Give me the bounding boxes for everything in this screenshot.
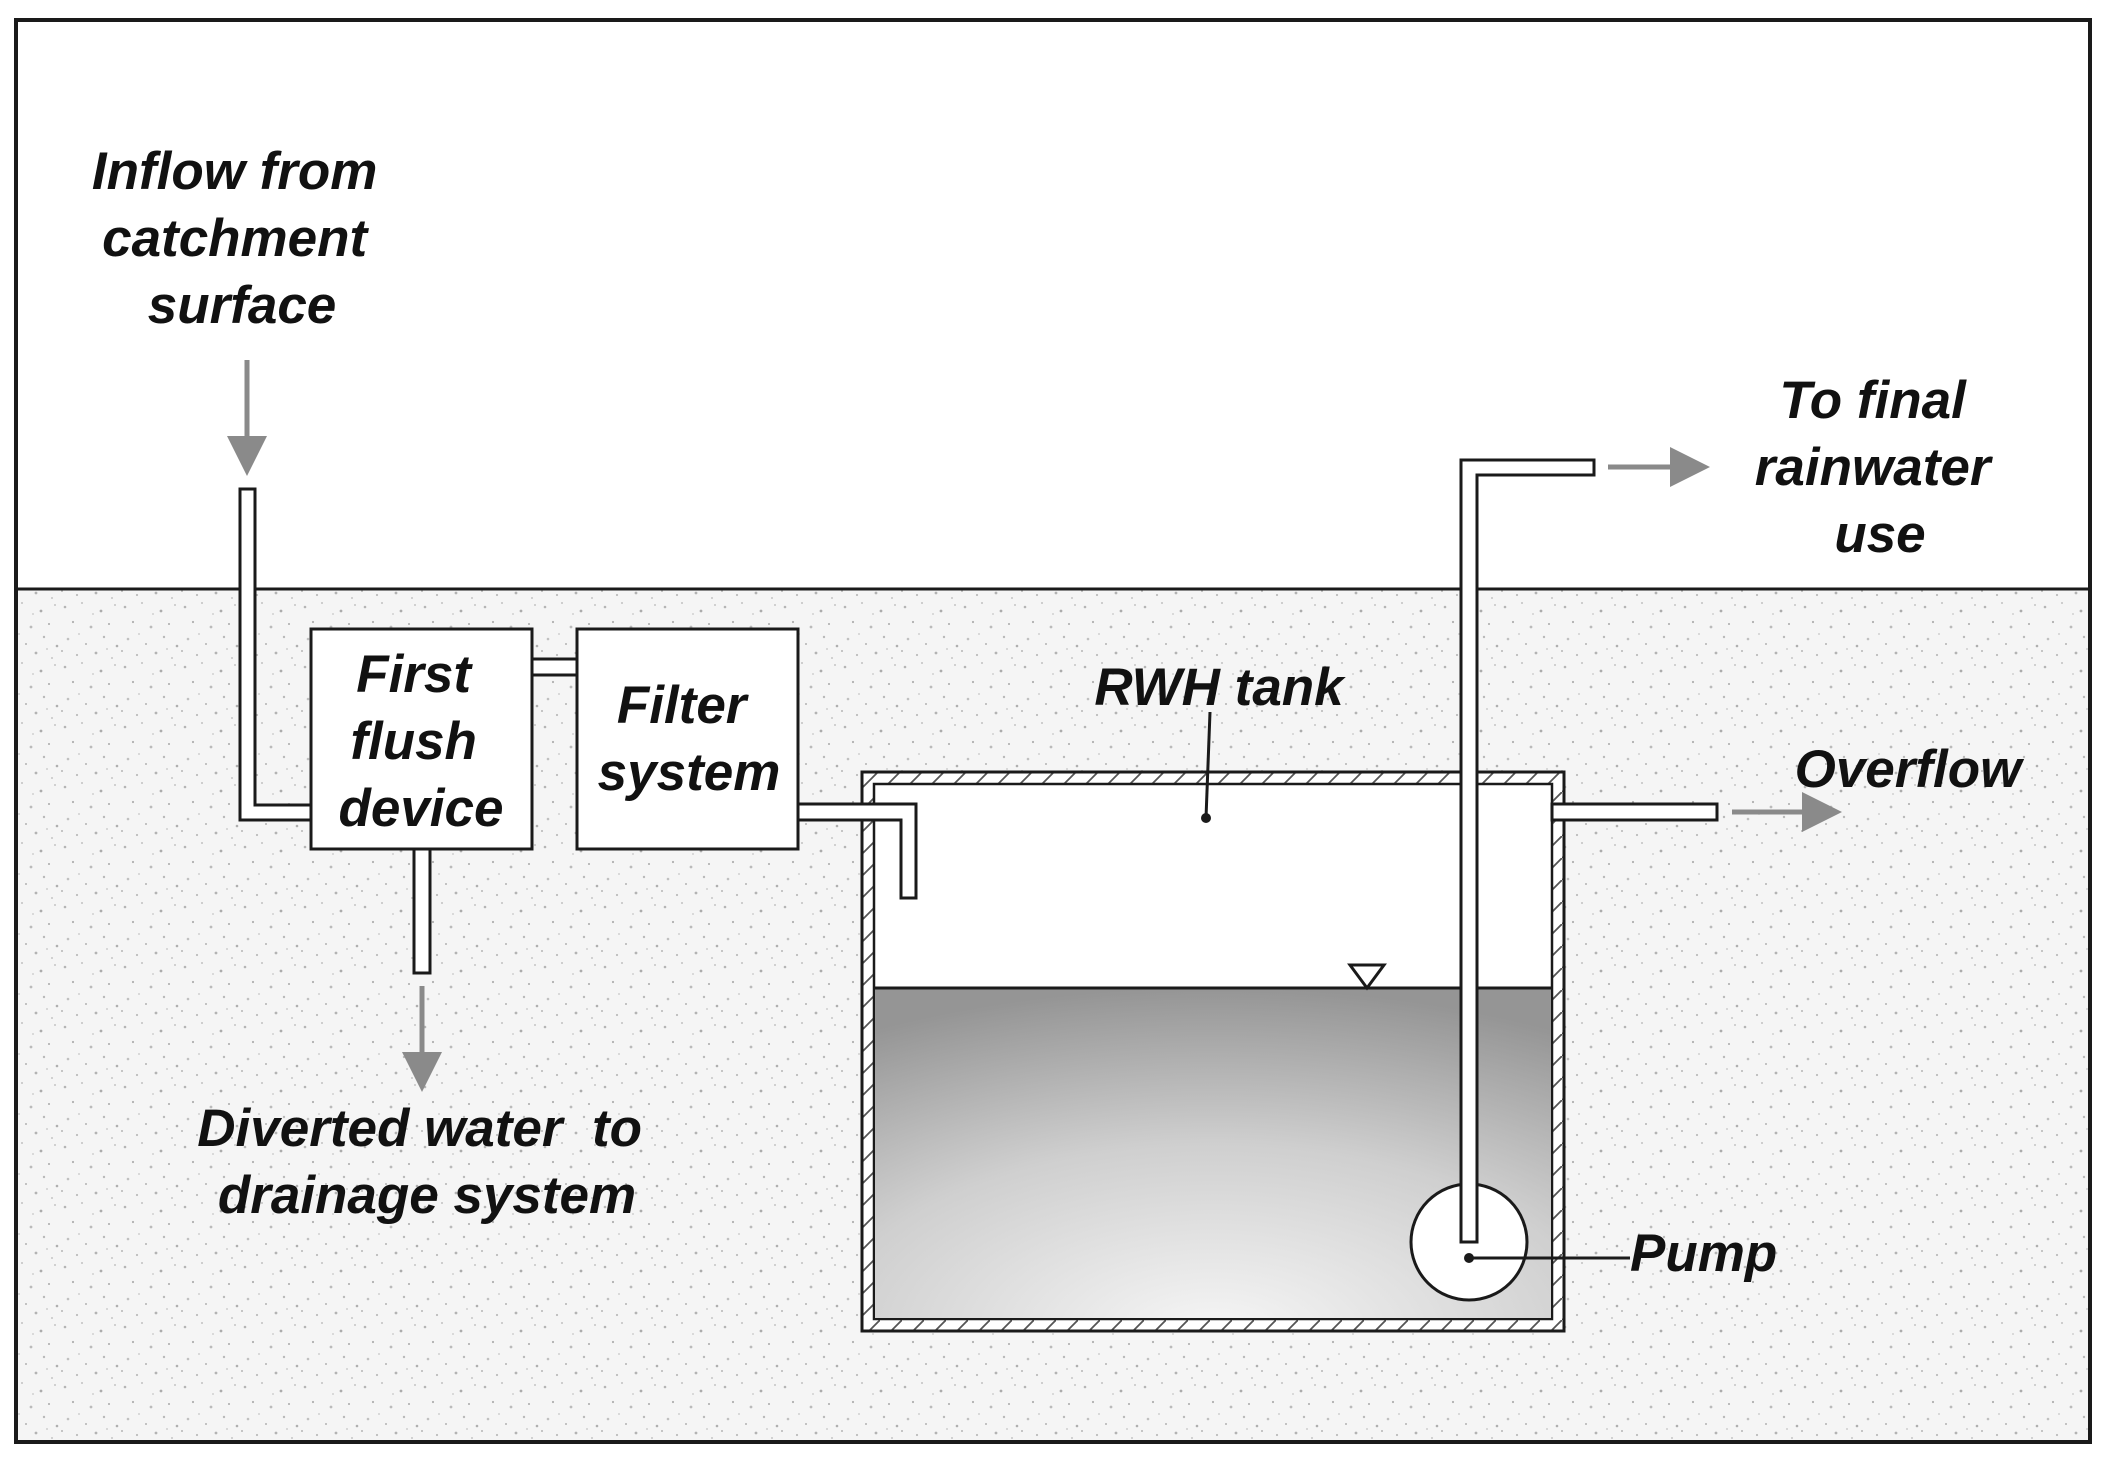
first-flush-device xyxy=(309,627,534,851)
tank-inlet-pipe xyxy=(796,802,918,900)
connector-pipe xyxy=(530,657,579,677)
delivery-pipe xyxy=(1459,458,1596,1244)
tank-label-leader xyxy=(1204,711,1212,819)
final-use-label: To final rainwater use xyxy=(1755,371,2005,564)
diverted-label: Diverted water to drainage system xyxy=(197,1099,656,1225)
drain-pipe xyxy=(412,847,432,975)
first-flush-label: First flush device xyxy=(338,645,503,838)
overflow-pipe xyxy=(1550,802,1719,822)
filter-system xyxy=(575,627,800,851)
inflow-label: Inflow from catchment surface xyxy=(92,142,392,335)
filter-label: Filter system xyxy=(598,676,781,802)
pump-label: Pump xyxy=(1630,1224,1777,1283)
tank-label: RWH tank xyxy=(1094,658,1346,717)
overflow-label: Overflow xyxy=(1795,740,2026,799)
water-level-symbol xyxy=(1347,963,1387,991)
